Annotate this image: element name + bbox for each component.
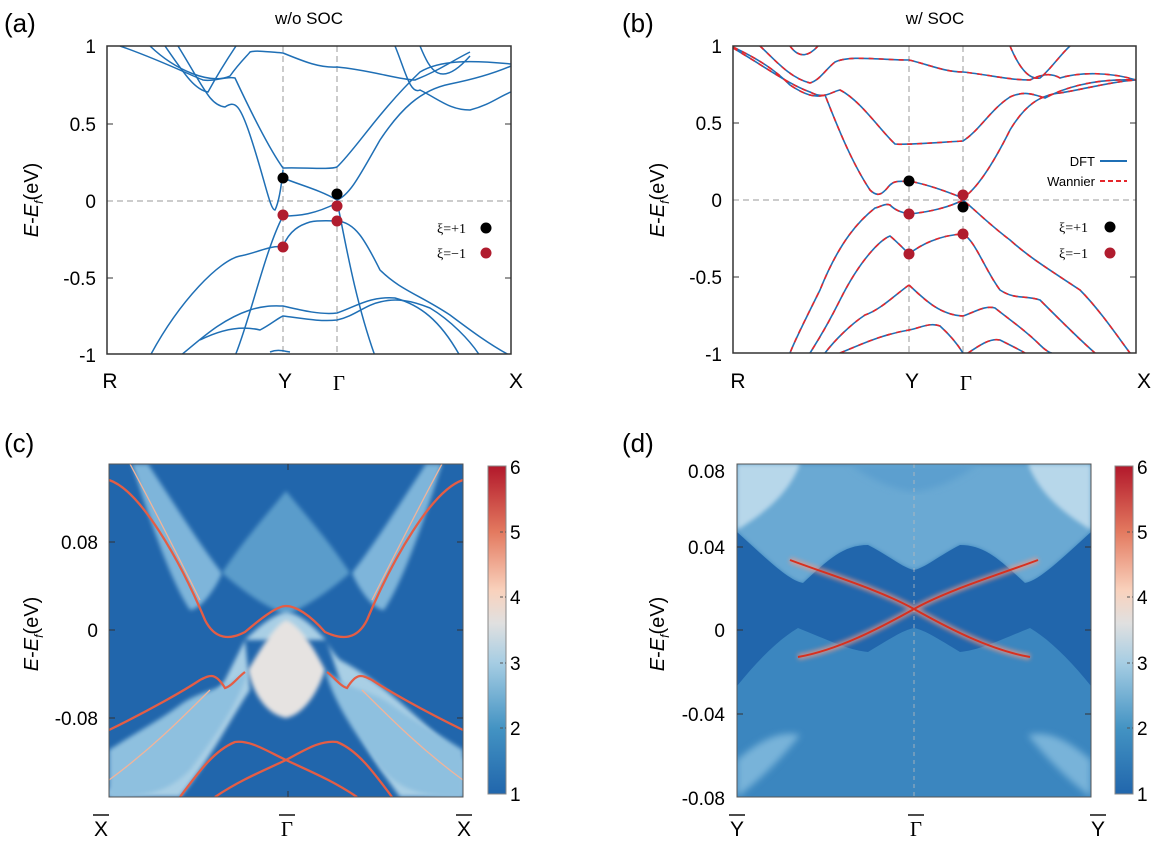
svg-text:1: 1 — [85, 37, 96, 58]
svg-text:3: 3 — [510, 654, 521, 675]
panel-b-frame — [732, 45, 1137, 354]
panel-a-legend: ξ=+1 ξ=−1 — [437, 222, 492, 262]
svg-text:2: 2 — [1137, 719, 1148, 740]
panel-c-tag: (c) — [4, 428, 34, 458]
panel-a-title: w/o SOC — [274, 9, 343, 28]
svg-text:R: R — [730, 370, 745, 393]
svg-text:-0.5: -0.5 — [63, 269, 96, 290]
svg-text:5: 5 — [1137, 523, 1148, 544]
parity-points-b — [903, 175, 969, 260]
panel-d: (d) — [622, 428, 1148, 841]
panel-a-tag: (a) — [4, 8, 36, 38]
svg-text:6: 6 — [510, 458, 521, 479]
svg-text:ξ=+1: ξ=+1 — [1059, 221, 1088, 236]
svg-text:Y: Y — [1091, 818, 1105, 841]
svg-text:0: 0 — [85, 192, 96, 213]
svg-text:Γ: Γ — [281, 817, 293, 841]
svg-text:Γ: Γ — [333, 371, 345, 395]
svg-text:X: X — [94, 818, 108, 841]
panel-d-ylabel: E-Ef(eV) — [647, 597, 672, 672]
panel-b-tag: (b) — [622, 8, 654, 38]
panel-d-xticks: Y Γ Y — [729, 814, 1106, 841]
svg-text:X: X — [457, 818, 471, 841]
svg-text:-0.04: -0.04 — [682, 705, 726, 726]
svg-text:0: 0 — [711, 191, 722, 212]
svg-text:0.04: 0.04 — [688, 538, 725, 559]
panel-b-xticks: R Y Γ X — [730, 370, 1151, 395]
parity-points-a — [277, 172, 343, 253]
panel-b-yticks: 1 0.5 0 -0.5 -1 — [689, 37, 722, 366]
panel-d-yticks: 0.08 0.04 0 -0.04 -0.08 — [682, 462, 726, 810]
svg-text:-1: -1 — [705, 345, 722, 366]
svg-text:Y: Y — [278, 370, 292, 393]
svg-text:1: 1 — [1137, 785, 1148, 806]
svg-text:0.5: 0.5 — [696, 114, 722, 135]
panel-a-bands — [107, 46, 511, 354]
panel-c-xticks: X Γ X — [93, 814, 472, 841]
svg-text:0.08: 0.08 — [688, 462, 725, 483]
svg-text:3: 3 — [1137, 654, 1148, 675]
svg-text:1: 1 — [510, 785, 521, 806]
svg-text:E-Ef(eV): E-Ef(eV) — [647, 163, 672, 238]
panel-b-bands — [733, 46, 1136, 353]
panel-c-colorbar: 6 5 4 3 2 1 — [487, 458, 521, 806]
svg-text:1: 1 — [711, 37, 722, 58]
svg-text:0.08: 0.08 — [61, 533, 98, 554]
svg-text:Γ: Γ — [910, 817, 922, 841]
svg-text:0.5: 0.5 — [70, 115, 96, 136]
svg-text:E-Ef(eV): E-Ef(eV) — [21, 597, 46, 672]
svg-text:Y: Y — [730, 818, 744, 841]
svg-text:6: 6 — [1137, 458, 1148, 479]
svg-text:4: 4 — [1137, 588, 1148, 609]
panel-c-ylabel: E-Ef(eV) — [21, 597, 46, 672]
svg-text:R: R — [102, 370, 117, 393]
panel-c: (c) — [4, 428, 521, 841]
svg-text:Y: Y — [905, 370, 919, 393]
svg-text:-0.5: -0.5 — [689, 268, 722, 289]
panel-a: (a) w/o SOC — [4, 8, 523, 395]
svg-text:Γ: Γ — [960, 371, 972, 395]
panel-b-title: w/ SOC — [905, 9, 965, 28]
panel-a-yticks: 1 0.5 0 -0.5 -1 — [63, 37, 96, 367]
svg-text:-0.08: -0.08 — [55, 709, 98, 730]
svg-text:Wannier: Wannier — [1047, 174, 1096, 189]
svg-text:ξ=−1: ξ=−1 — [437, 247, 466, 262]
panel-c-heatmap — [109, 464, 463, 797]
panel-a-ylabel: E-Ef(eV) — [21, 163, 46, 238]
panel-b-legend: DFT Wannier ξ=+1 ξ=−1 — [1047, 154, 1127, 262]
panel-d-tag: (d) — [622, 428, 654, 458]
svg-text:-0.08: -0.08 — [682, 789, 725, 810]
panel-b: (b) w/ SOC — [622, 8, 1151, 395]
svg-text:ξ=+1: ξ=+1 — [437, 222, 466, 237]
svg-text:X: X — [509, 370, 523, 393]
panel-d-colorbar: 6 5 4 3 2 1 — [1114, 458, 1148, 806]
svg-text:0: 0 — [87, 621, 98, 642]
panel-b-ylabel: E-Ef(eV) — [647, 163, 672, 238]
panel-d-heatmap — [737, 464, 1091, 797]
svg-text:E-Ef(eV): E-Ef(eV) — [21, 163, 46, 238]
svg-text:5: 5 — [510, 523, 521, 544]
svg-text:X: X — [1137, 370, 1151, 393]
svg-text:-1: -1 — [79, 346, 96, 367]
panel-a-frame — [106, 45, 512, 355]
svg-text:2: 2 — [510, 719, 521, 740]
panel-a-xticks: R Y Γ X — [102, 370, 523, 395]
svg-text:ξ=−1: ξ=−1 — [1059, 247, 1088, 262]
svg-text:E-Ef(eV): E-Ef(eV) — [647, 597, 672, 672]
svg-text:DFT: DFT — [1070, 154, 1095, 169]
svg-text:4: 4 — [510, 588, 521, 609]
svg-text:0: 0 — [714, 621, 725, 642]
panel-c-yticks: 0.08 0 -0.08 — [55, 533, 98, 730]
